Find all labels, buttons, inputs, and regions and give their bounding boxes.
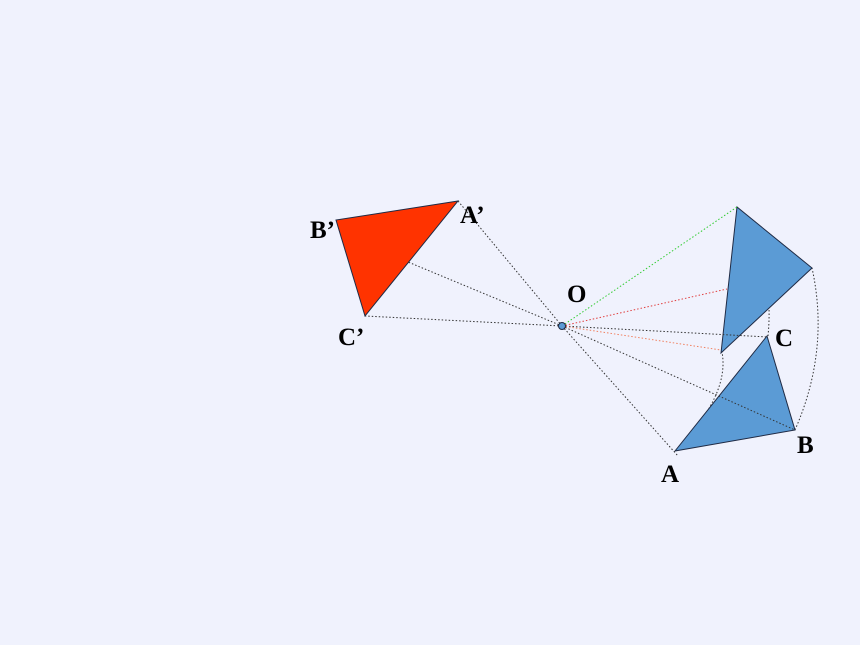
- segment-o-intermediate-mid: [561, 288, 728, 327]
- rotation-arc-a: [675, 351, 724, 451]
- label-o: O: [567, 281, 586, 308]
- triangle-abc: [673, 334, 796, 452]
- label-b-prime: B’: [310, 217, 335, 244]
- segment-o-b: [561, 325, 796, 431]
- segment-o-c-prime: [364, 315, 563, 327]
- segment-o-intermediate-low: [561, 325, 722, 351]
- label-b: B: [797, 432, 814, 459]
- segment-o-a-prime: [457, 200, 563, 327]
- label-c-prime: C’: [338, 324, 364, 351]
- segment-o-c: [561, 325, 769, 338]
- segment-o-intermediate-top: [561, 206, 738, 327]
- rotation-center-point: [558, 322, 566, 330]
- label-a-prime: A’: [460, 202, 485, 229]
- label-a: A: [661, 461, 679, 488]
- label-c: C: [775, 325, 793, 352]
- segment-o-b-prime: [407, 261, 563, 327]
- segment-o-a: [561, 325, 679, 457]
- rotation-arc-b: [794, 267, 819, 431]
- triangle-rotated-intermediate: [720, 206, 813, 355]
- triangle-a-prime-b-prime-c-prime: [335, 200, 460, 318]
